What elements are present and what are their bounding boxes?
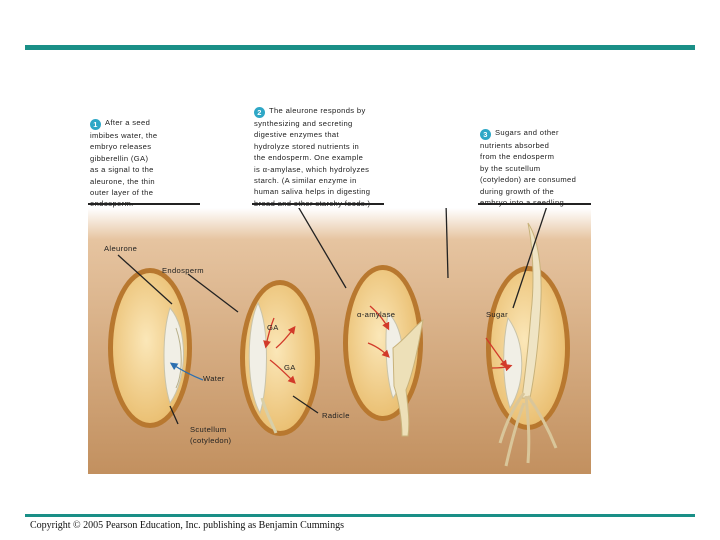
bottom-accent-bar <box>25 514 695 517</box>
step-1-underline <box>88 203 200 205</box>
ga-label-1: GA <box>267 323 279 332</box>
seed-3 <box>343 265 424 437</box>
step-2-badge: 2 <box>254 107 265 118</box>
step-1-text: After a seed imbibes water, the embryo r… <box>90 118 158 208</box>
endosperm-label: Endosperm <box>162 266 204 275</box>
step-2-text: The aleurone responds by synthesizing an… <box>254 106 371 208</box>
sugar-label: Sugar <box>486 310 509 319</box>
seed-germination-drawing <box>88 208 591 474</box>
radicle-label: Radicle <box>322 411 350 420</box>
ga-label-2: GA <box>284 363 296 372</box>
water-label: Water <box>203 374 225 383</box>
step-3-underline <box>478 203 591 205</box>
copyright-notice: Copyright © 2005 Pearson Education, Inc.… <box>30 520 344 531</box>
diffusion-arrows <box>169 305 513 384</box>
scutellum-label: Scutellum (cotyledon) <box>190 425 232 445</box>
germination-illustration <box>88 208 591 474</box>
step-3-text: Sugars and other nutrients absorbed from… <box>480 128 577 207</box>
seed-2 <box>240 280 320 436</box>
leader-lines <box>117 208 548 425</box>
aleurone-label: Aleurone <box>104 244 138 253</box>
seed-1 <box>108 268 192 428</box>
step-3-badge: 3 <box>480 129 491 140</box>
alpha-amylase-label: α-amylase <box>357 310 396 319</box>
step-1-badge: 1 <box>90 119 101 130</box>
step-2-underline <box>252 203 384 205</box>
top-accent-bar <box>25 45 695 50</box>
seed-4 <box>486 222 570 467</box>
